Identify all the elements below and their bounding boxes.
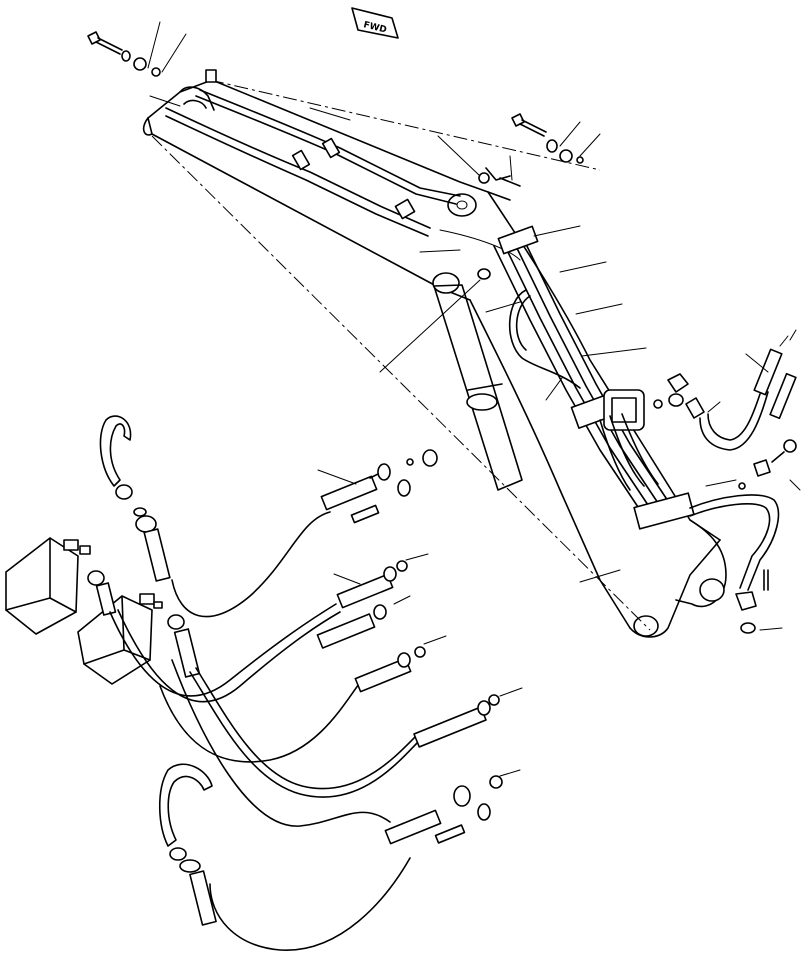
boom xyxy=(142,79,727,638)
right-hose-assembly xyxy=(653,348,797,451)
lower-right-hose xyxy=(689,439,797,634)
forward-direction-tag: FWD xyxy=(351,7,399,39)
left-hose-fittings xyxy=(87,415,201,678)
boom-hydraulic-tubes xyxy=(165,69,695,530)
lower-left-elbow-tube xyxy=(158,763,217,926)
callout-leader-lines xyxy=(147,21,801,777)
long-hoses-left xyxy=(109,511,421,951)
valve-block-right xyxy=(77,593,163,685)
boom-cylinder xyxy=(433,284,523,491)
hose-ends-group xyxy=(316,449,503,845)
bolt-set-top-left xyxy=(87,31,161,77)
bolt-set-top-middle xyxy=(511,113,584,164)
pilot-hose-loop xyxy=(477,268,581,389)
mounting-bracket-top xyxy=(478,167,521,187)
valve-block-left xyxy=(5,537,91,635)
